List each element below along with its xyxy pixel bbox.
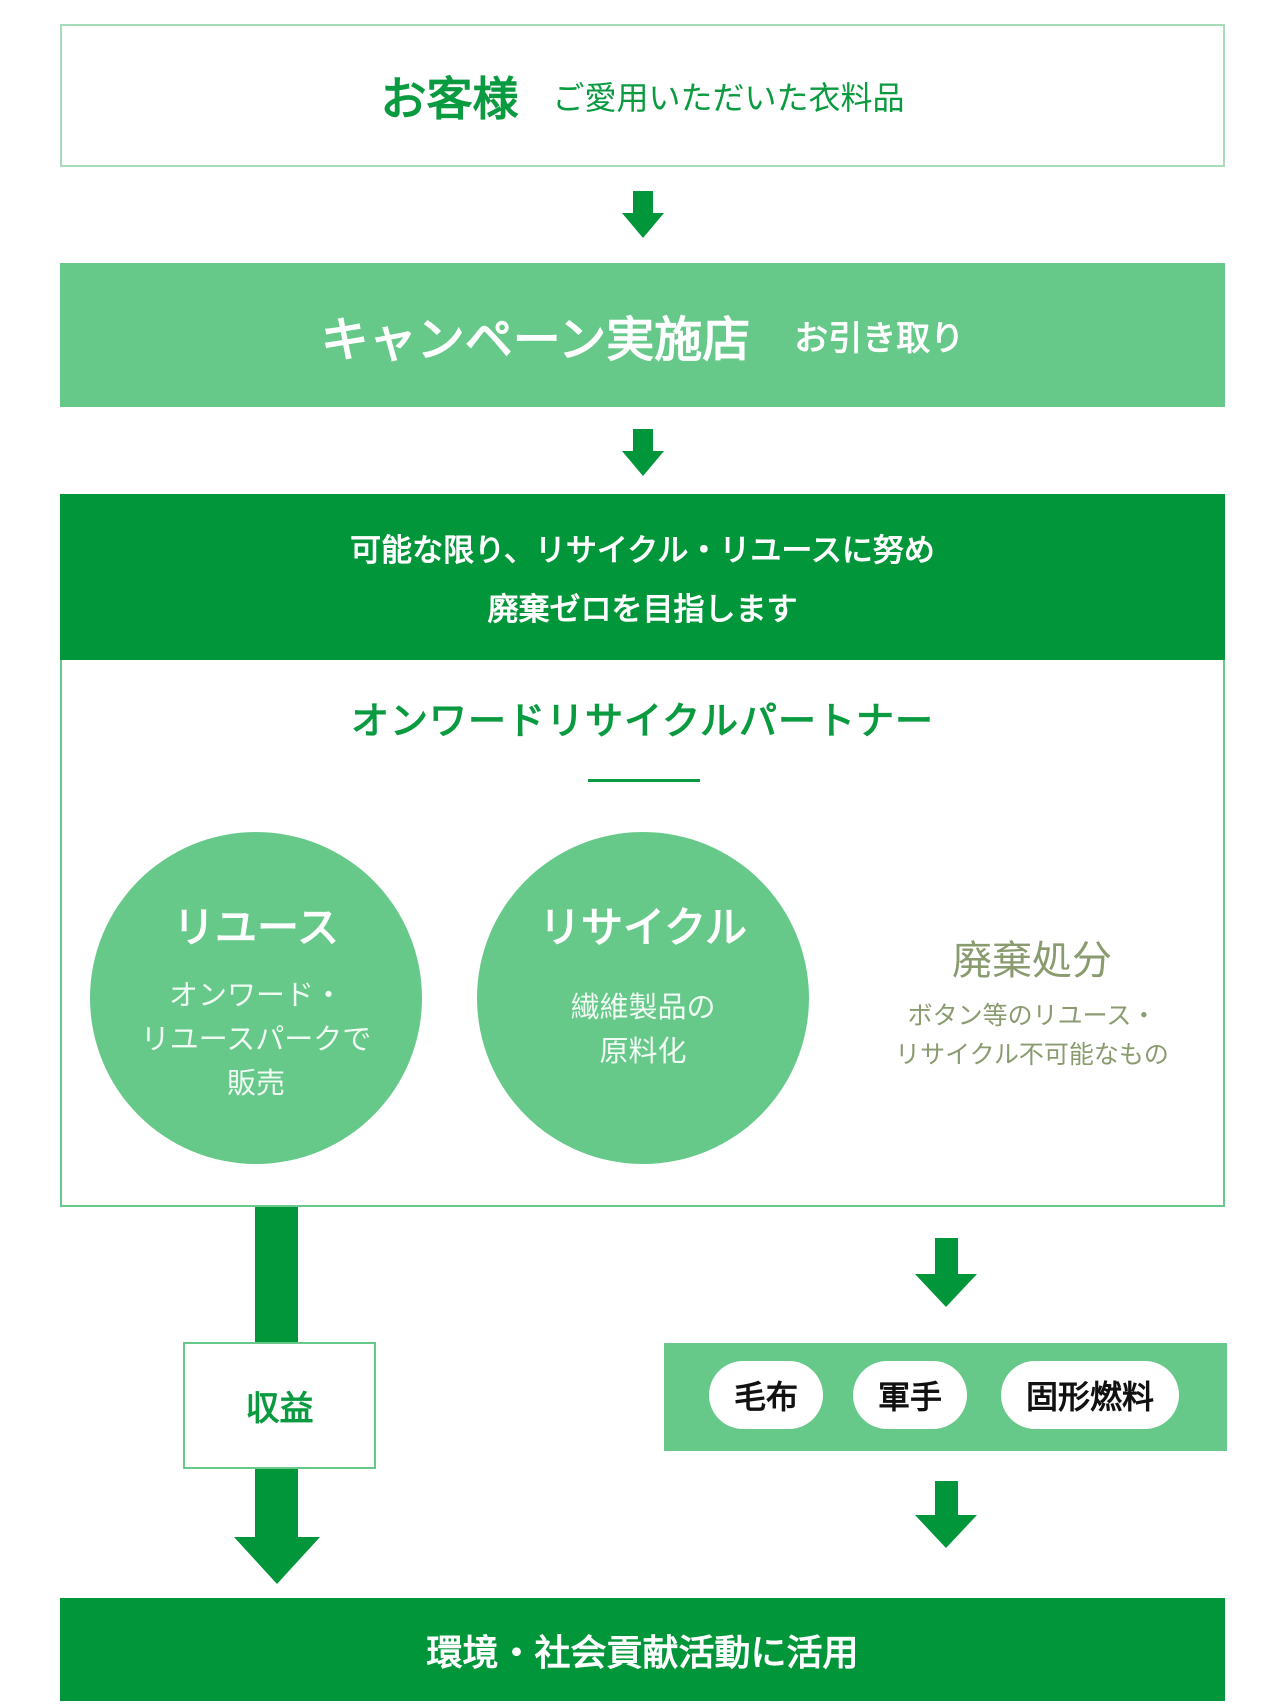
customer-box: お客様 ご愛用いただいた衣料品 bbox=[60, 24, 1225, 167]
disposal-line: ボタン等のリユース・ bbox=[907, 1001, 1157, 1030]
arrow-head bbox=[915, 1274, 977, 1307]
revenue-box: 収益 bbox=[183, 1342, 376, 1469]
product-label: 毛布 bbox=[733, 1378, 798, 1416]
store-subtitle: お引き取り bbox=[794, 318, 965, 359]
reuse-title: リユース bbox=[173, 903, 339, 952]
customer-title: お客様 bbox=[380, 71, 519, 126]
product-label: 固形燃料 bbox=[1025, 1378, 1154, 1416]
recycle-line: 繊維製品の bbox=[570, 990, 716, 1024]
reuse-line: リユースパークで bbox=[140, 1022, 372, 1056]
arrow-head bbox=[915, 1515, 977, 1548]
product-pill: 軍手 bbox=[853, 1361, 967, 1429]
arrow-down-icon bbox=[633, 191, 653, 213]
customer-subtitle: ご愛用いただいた衣料品 bbox=[552, 78, 905, 117]
goal-line-1: 可能な限り、リサイクル・リユースに努め bbox=[350, 533, 935, 569]
recycle-line: 原料化 bbox=[599, 1034, 687, 1068]
disposal-block: 廃棄処分 ボタン等のリユース・ リサイクル不可能なもの bbox=[862, 928, 1202, 1074]
product-pill: 固形燃料 bbox=[1001, 1361, 1179, 1429]
arrow-down-icon bbox=[234, 1537, 320, 1584]
product-label: 軍手 bbox=[877, 1378, 942, 1416]
reuse-line: オンワード・ bbox=[168, 978, 343, 1012]
products-strip: 毛布 軍手 固形燃料 bbox=[664, 1343, 1227, 1451]
goal-box: 可能な限り、リサイクル・リユースに努め 廃棄ゼロを目指します bbox=[60, 494, 1225, 660]
recycle-circle: リサイクル 繊維製品の 原料化 bbox=[477, 832, 809, 1164]
title-divider bbox=[588, 779, 700, 782]
product-pill: 毛布 bbox=[709, 1361, 823, 1429]
partner-title: オンワードリサイクルパートナー bbox=[350, 699, 935, 743]
arrow-down-icon bbox=[935, 1238, 958, 1276]
recycle-title: リサイクル bbox=[539, 903, 747, 952]
revenue-label: 収益 bbox=[245, 1389, 314, 1429]
store-title: キャンペーン実施店 bbox=[320, 312, 751, 368]
reuse-line: 販売 bbox=[226, 1066, 285, 1100]
result-box: 環境・社会貢献活動に活用 bbox=[60, 1598, 1225, 1701]
reuse-circle: リユース オンワード・ リユースパークで 販売 bbox=[90, 832, 422, 1164]
disposal-line: リサイクル不可能なもの bbox=[895, 1040, 1169, 1069]
arrow-head bbox=[622, 451, 664, 476]
arrow-down-icon bbox=[633, 429, 653, 451]
goal-line-2: 廃棄ゼロを目指します bbox=[487, 592, 798, 628]
partner-box: オンワードリサイクルパートナー リユース オンワード・ リユースパークで 販売 … bbox=[60, 660, 1225, 1207]
store-box: キャンペーン実施店 お引き取り bbox=[60, 263, 1225, 407]
result-label: 環境・社会貢献活動に活用 bbox=[426, 1632, 859, 1674]
disposal-title: 廃棄処分 bbox=[952, 938, 1112, 984]
arrow-down-icon bbox=[935, 1481, 958, 1517]
arrow-head bbox=[622, 213, 664, 238]
